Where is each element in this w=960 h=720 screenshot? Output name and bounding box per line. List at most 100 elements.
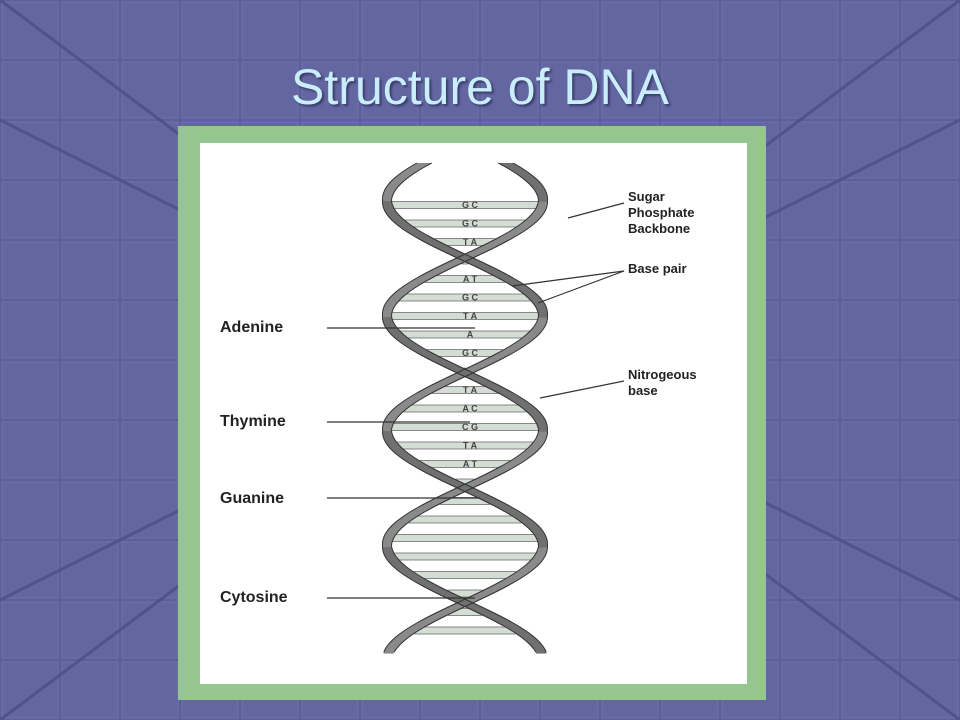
strand-segment <box>420 355 440 358</box>
strand-segment <box>385 301 399 304</box>
strand-segment <box>390 219 406 222</box>
strand-segment <box>532 211 546 214</box>
strand-segment <box>382 551 394 554</box>
strand-segment <box>405 513 423 516</box>
strand-segment <box>398 403 415 406</box>
strand-segment <box>532 327 545 330</box>
strand-segment <box>497 351 517 354</box>
strand-outline <box>390 162 549 653</box>
strand-segment <box>387 183 402 186</box>
strand-segment <box>398 341 415 344</box>
strand-segment <box>391 565 407 568</box>
pair-letter: C G <box>462 422 478 432</box>
strand-segment <box>389 181 404 184</box>
strand-segment <box>382 205 394 208</box>
label-backbone: Backbone <box>628 221 690 236</box>
strand-segment <box>535 207 547 210</box>
strand-segment <box>528 561 542 564</box>
strand-segment <box>515 173 532 176</box>
strand-segment <box>388 527 403 530</box>
strand-segment <box>384 325 397 328</box>
strand-segment <box>519 453 536 456</box>
strand-segment <box>518 175 535 178</box>
base-pair-rung <box>397 330 533 339</box>
strand-segment <box>538 545 548 548</box>
strand-segment <box>519 223 536 226</box>
strand-segment <box>403 629 422 632</box>
strand-segment <box>396 519 414 522</box>
strand-segment <box>516 225 533 228</box>
strand-segment <box>385 557 398 560</box>
strand-segment <box>417 353 436 356</box>
strand-segment <box>533 555 546 558</box>
strand-segment <box>533 189 546 192</box>
strand-segment <box>413 581 433 584</box>
strand-segment <box>531 443 545 446</box>
strand-segment <box>498 393 517 396</box>
strand-segment <box>412 465 431 468</box>
pair-letter: G C <box>462 293 479 303</box>
strand-segment <box>413 623 432 626</box>
strand-segment <box>383 535 396 538</box>
strand-segment <box>392 293 408 296</box>
strand-segment <box>536 539 548 542</box>
strand-segment <box>515 633 532 636</box>
pair-letter: T A <box>463 441 478 451</box>
strand-segment <box>515 403 532 406</box>
base-pair-rung <box>410 571 520 579</box>
strand-segment <box>508 345 526 348</box>
strand-segment <box>395 175 412 178</box>
strand-segment <box>513 517 531 520</box>
pair-letter: G C <box>462 348 479 358</box>
label-cytosine: Cytosine <box>220 589 288 606</box>
strand-segment <box>519 521 536 524</box>
strand-segment <box>526 411 541 414</box>
strand-segment <box>508 399 527 402</box>
strand-segment <box>391 179 407 182</box>
strand-segment <box>385 647 398 650</box>
strand-segment <box>400 401 418 404</box>
strand-segment <box>536 193 548 196</box>
strand-segment <box>525 333 541 336</box>
strand-segment <box>530 559 544 562</box>
strand-segment <box>537 203 548 206</box>
strand-segment <box>496 507 516 510</box>
strand-segment <box>390 525 406 528</box>
strand-segment <box>396 569 412 572</box>
strand-segment <box>523 565 539 568</box>
base-pair-rung <box>388 534 542 542</box>
strand-segment <box>534 535 547 538</box>
strand-segment <box>407 577 425 580</box>
strand-segment <box>382 423 394 426</box>
strand-segment <box>522 293 538 296</box>
strand-segment <box>527 217 542 220</box>
strand-segment <box>526 181 541 184</box>
strand-segment <box>518 339 534 342</box>
strand-segment <box>537 319 548 322</box>
strand-segment <box>527 297 542 300</box>
strand-segment <box>535 421 547 424</box>
strand-segment <box>494 353 513 356</box>
strand-segment <box>403 399 422 402</box>
strand-segment <box>500 279 519 282</box>
strand-segment <box>388 217 403 220</box>
strand-segment <box>382 547 392 550</box>
strand-segment <box>508 575 526 578</box>
strand-segment <box>505 627 524 630</box>
strand-segment <box>510 515 528 518</box>
strand-segment <box>532 647 545 650</box>
label-nitrogeous: Nitrogeous <box>628 367 697 382</box>
strand-segment <box>409 165 429 168</box>
strand-segment <box>538 429 548 432</box>
label-sugar: Sugar <box>628 189 665 204</box>
strand-segment <box>506 231 525 234</box>
strand-segment <box>386 415 400 418</box>
strand-segment <box>538 199 548 202</box>
strand-segment <box>528 331 542 334</box>
strand-segment <box>408 511 427 514</box>
strand-segment <box>406 627 425 630</box>
pair-letter: A T <box>463 459 478 469</box>
strand-segment <box>393 177 409 180</box>
strand-segment <box>538 317 548 320</box>
strand-segment <box>523 179 539 182</box>
